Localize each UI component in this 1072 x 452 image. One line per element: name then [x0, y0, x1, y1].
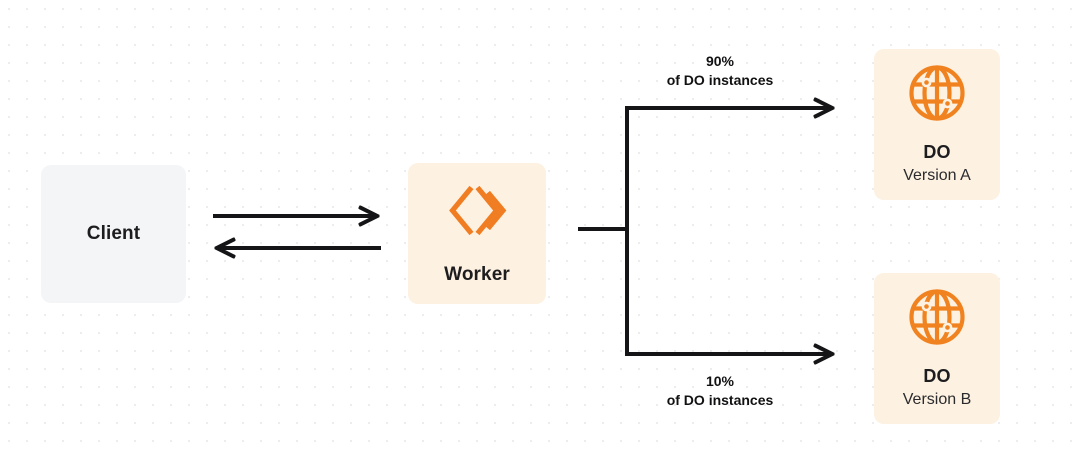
node-do-b-label: DO	[923, 366, 951, 387]
edge-percent-do-b: 10%	[705, 373, 735, 389]
globe-icon	[906, 286, 968, 353]
node-worker[interactable]: Worker	[408, 163, 546, 304]
edge-label-do-a: 90% of DO instances	[628, 52, 812, 91]
cloudflare-workers-icon	[446, 180, 508, 247]
node-client-label: Client	[86, 223, 141, 245]
node-do-a-sublabel: Version A	[903, 166, 971, 184]
edge-percent-do-a: 90%	[705, 53, 735, 69]
globe-icon	[906, 62, 968, 129]
edge-label-do-b: 10% of DO instances	[628, 372, 812, 411]
node-do-a-label: DO	[923, 142, 951, 163]
node-do-version-b[interactable]: DO Version B	[874, 273, 1000, 424]
node-do-version-a[interactable]: DO Version A	[874, 49, 1000, 200]
edge-sublabel-do-a: of DO instances	[666, 72, 774, 89]
node-worker-label: Worker	[444, 264, 510, 286]
node-do-b-sublabel: Version B	[902, 390, 972, 408]
node-client[interactable]: Client	[41, 165, 186, 303]
edge-sublabel-do-b: of DO instances	[666, 392, 774, 409]
